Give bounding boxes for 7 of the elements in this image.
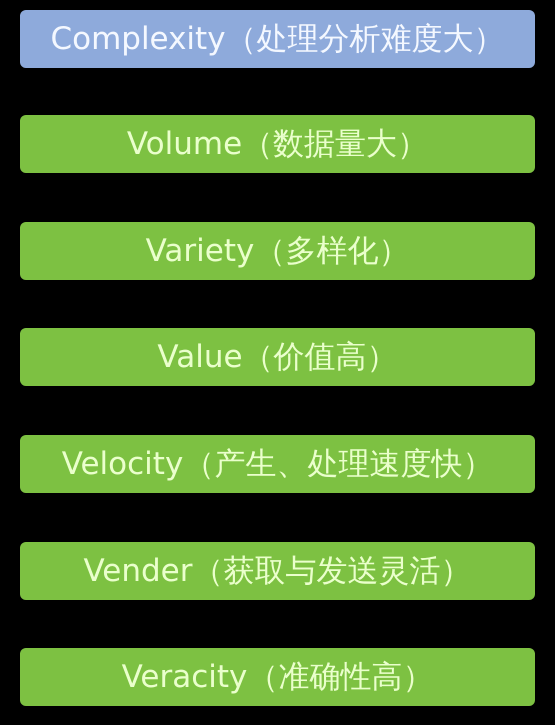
label-box: Velocity（产生、处理速度快） (20, 435, 535, 493)
label-box: Complexity（处理分析难度大） (20, 10, 535, 68)
label-box: Vender（获取与发送灵活） (20, 542, 535, 600)
label-box: Volume（数据量大） (20, 115, 535, 173)
label-box: Variety（多样化） (20, 222, 535, 280)
label-box: Veracity（准确性高） (20, 648, 535, 706)
label-box: Value（价值高） (20, 328, 535, 386)
